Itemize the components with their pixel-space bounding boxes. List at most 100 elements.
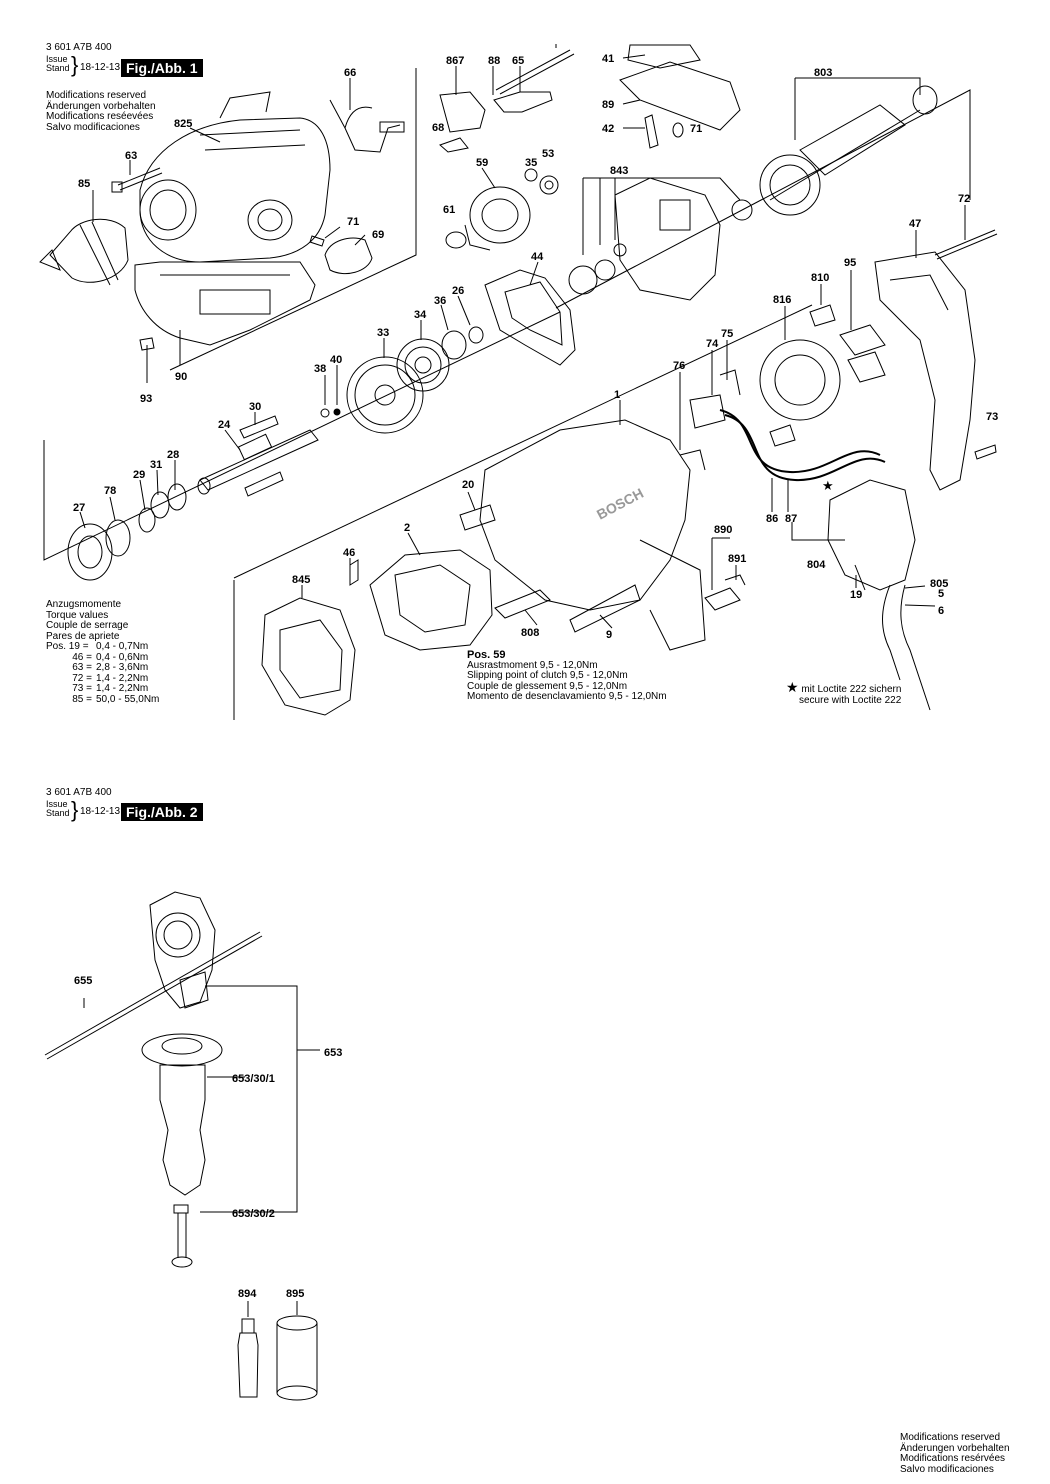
- issue-stand-block-fig2: Issue Stand: [46, 800, 70, 818]
- screw-19: [854, 564, 866, 591]
- aux-handle-653-30-1: [141, 1033, 223, 1196]
- clip-68: [439, 137, 469, 153]
- torque-value: 1,4 - 2,2Nm: [96, 672, 149, 684]
- svg-text:BOSCH: BOSCH: [594, 485, 646, 523]
- brace: }: [71, 52, 79, 77]
- torque-table: Anzugsmomente Torque values Couple de se…: [46, 599, 182, 705]
- part-number-86: 86: [766, 513, 778, 525]
- frame-44: [484, 269, 576, 366]
- gear-housing-825: [139, 91, 331, 263]
- part-number-653-30-2: 653/30/2: [232, 1208, 275, 1220]
- fig1-part-labels: 66 825 63 85 71 69 93 90 867 88 65 68 59…: [73, 53, 998, 641]
- issue-label: Issue: [46, 54, 68, 64]
- torque-pos: 46 =: [72, 651, 92, 663]
- part-number-53: 53: [542, 148, 554, 160]
- part-number-808: 808: [521, 627, 539, 639]
- brush-holder-816: [759, 339, 841, 421]
- part-number-895: 895: [286, 1288, 304, 1300]
- part-number-653: 653: [324, 1047, 342, 1059]
- mod-line: Änderungen vorbehalten: [46, 100, 156, 112]
- part-number-34: 34: [414, 309, 427, 321]
- part-number-5: 5: [938, 588, 944, 600]
- torque-title-line: Anzugsmomente: [46, 599, 122, 610]
- ring-78: [105, 519, 131, 557]
- part-number-27: 27: [73, 502, 85, 514]
- figure-label-fig2: Fig./Abb. 2: [121, 803, 203, 821]
- part-number-867: 867: [446, 55, 464, 67]
- ring-38: [320, 408, 330, 418]
- pin-71b: [672, 122, 684, 138]
- part-number-35: 35: [525, 157, 537, 169]
- part-number-89: 89: [602, 99, 614, 111]
- ring-35: [524, 168, 538, 182]
- torque-value: 1,4 - 2,2Nm: [96, 683, 149, 694]
- part-number-74: 74: [706, 338, 719, 350]
- part-number-803: 803: [814, 67, 832, 79]
- part-867: [439, 91, 486, 133]
- part-number-85: 85: [78, 178, 90, 190]
- spindle-24: [197, 429, 319, 495]
- washer-53: [539, 175, 559, 195]
- ring-61: [445, 231, 467, 249]
- part-number-90: 90: [175, 371, 187, 383]
- torque-row: 63 = 2,8 - 3,6Nm: [46, 662, 182, 674]
- part-number-890: 890: [714, 524, 732, 536]
- cable-protector-5: [882, 584, 901, 681]
- screw-653-30-2: [171, 1204, 193, 1268]
- housing-843: [614, 177, 721, 301]
- ring-29: [138, 507, 156, 533]
- mod-line: Modifications resérvées: [900, 1453, 1006, 1464]
- part-number-891: 891: [728, 553, 746, 565]
- ball-40: [333, 408, 341, 416]
- doc-number: 3 601 A7B 400: [46, 42, 112, 53]
- brush-810: [809, 304, 836, 327]
- part-number-38: 38: [314, 363, 326, 375]
- screw-93: [139, 337, 155, 351]
- torque-pos: 72 =: [72, 672, 92, 684]
- torque-row: 72 = 1,4 - 2,2Nm: [46, 672, 182, 685]
- modifications-note: Modifications reserved Änderungen vorbeh…: [46, 90, 156, 133]
- cable-87: [724, 414, 886, 482]
- torque-pos: 73 =: [72, 683, 92, 694]
- ring-843a: [568, 265, 598, 295]
- part-number-88: 88: [488, 55, 500, 67]
- grease-tube-894: [237, 1318, 259, 1398]
- part-number-87: 87: [785, 513, 797, 525]
- consumables-894-895: 894 895: [237, 1288, 318, 1401]
- gear-33: [346, 356, 424, 434]
- torque-pos: Pos. 19 =: [46, 641, 89, 652]
- part-number-804: 804: [807, 559, 826, 571]
- cable-86: [719, 409, 881, 474]
- mod-line: Salvo modificaciones: [900, 1463, 994, 1475]
- part-number-825: 825: [174, 118, 192, 130]
- mod-line: Modifications reserved: [900, 1432, 1001, 1443]
- ring-31: [150, 491, 170, 519]
- torque-value: 0,4 - 0,7Nm: [96, 641, 149, 652]
- part-number-76: 76: [673, 360, 685, 372]
- part-number-47: 47: [909, 218, 921, 230]
- mod-line: Modifications reséevées: [46, 111, 154, 122]
- part-number-19: 19: [850, 589, 862, 601]
- bracket-653: [200, 985, 298, 1213]
- gear-34: [396, 338, 450, 392]
- pos59-title: Pos. 59: [467, 649, 506, 661]
- part-number-66: 66: [344, 67, 356, 79]
- fork-66: [329, 99, 405, 153]
- part-number-75: 75: [721, 328, 733, 340]
- torque-pos: 63 =: [72, 662, 92, 673]
- handle-clamp: [149, 891, 216, 1009]
- fan-housing-845: [261, 597, 356, 716]
- part-number-1: 1: [614, 389, 620, 401]
- torque-row: 73 = 1,4 - 2,2Nm: [46, 683, 182, 695]
- torque-value: 2,8 - 3,6Nm: [96, 662, 149, 673]
- panel-outline-front: [169, 68, 417, 371]
- torque-value: 0,4 - 0,6Nm: [96, 651, 149, 663]
- part-number-653-30-1: 653/30/1: [232, 1073, 275, 1085]
- screw-72: [934, 229, 996, 256]
- armature-803: [731, 85, 938, 221]
- part-number-6: 6: [938, 605, 944, 617]
- part-75: [719, 369, 741, 396]
- ring-28: [167, 483, 187, 511]
- part-number-26: 26: [452, 285, 464, 297]
- pos59-note: Pos. 59 Ausrastmoment 9,5 - 12,0Nm Slipp…: [467, 650, 667, 703]
